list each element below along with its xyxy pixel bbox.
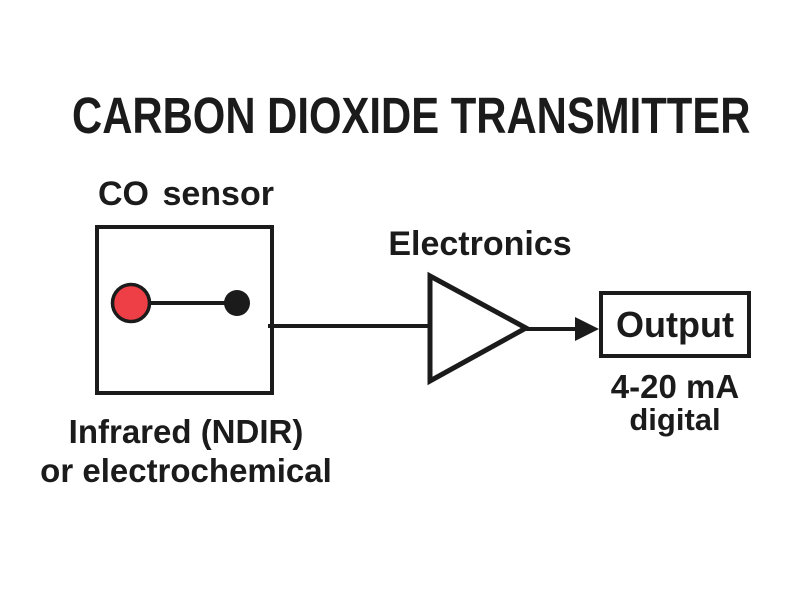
sensor-caption-line2: or electrochemical: [40, 452, 332, 489]
electronics-label: Electronics: [388, 225, 572, 263]
output-caption-digital: digital: [629, 402, 721, 437]
amplifier-triangle-icon: [427, 271, 532, 386]
co-sensor-label: CO sensor: [98, 175, 274, 213]
output-caption-range: 4-20 mA: [610, 368, 740, 405]
red-atom-icon: [110, 282, 152, 324]
sensor-caption-line1: Infrared (NDIR): [68, 413, 304, 450]
output-label: Output: [616, 303, 734, 345]
output-box: Output: [599, 291, 751, 358]
black-atom-icon: [224, 290, 250, 316]
diagram-title: CARBON DIOXIDE TRANSMITTER: [72, 87, 751, 144]
sensor-caption: Infrared (NDIR) or electrochemical: [25, 412, 347, 490]
output-caption: 4-20 mA digital: [594, 370, 756, 436]
signal-arrow-icon: [575, 317, 599, 341]
